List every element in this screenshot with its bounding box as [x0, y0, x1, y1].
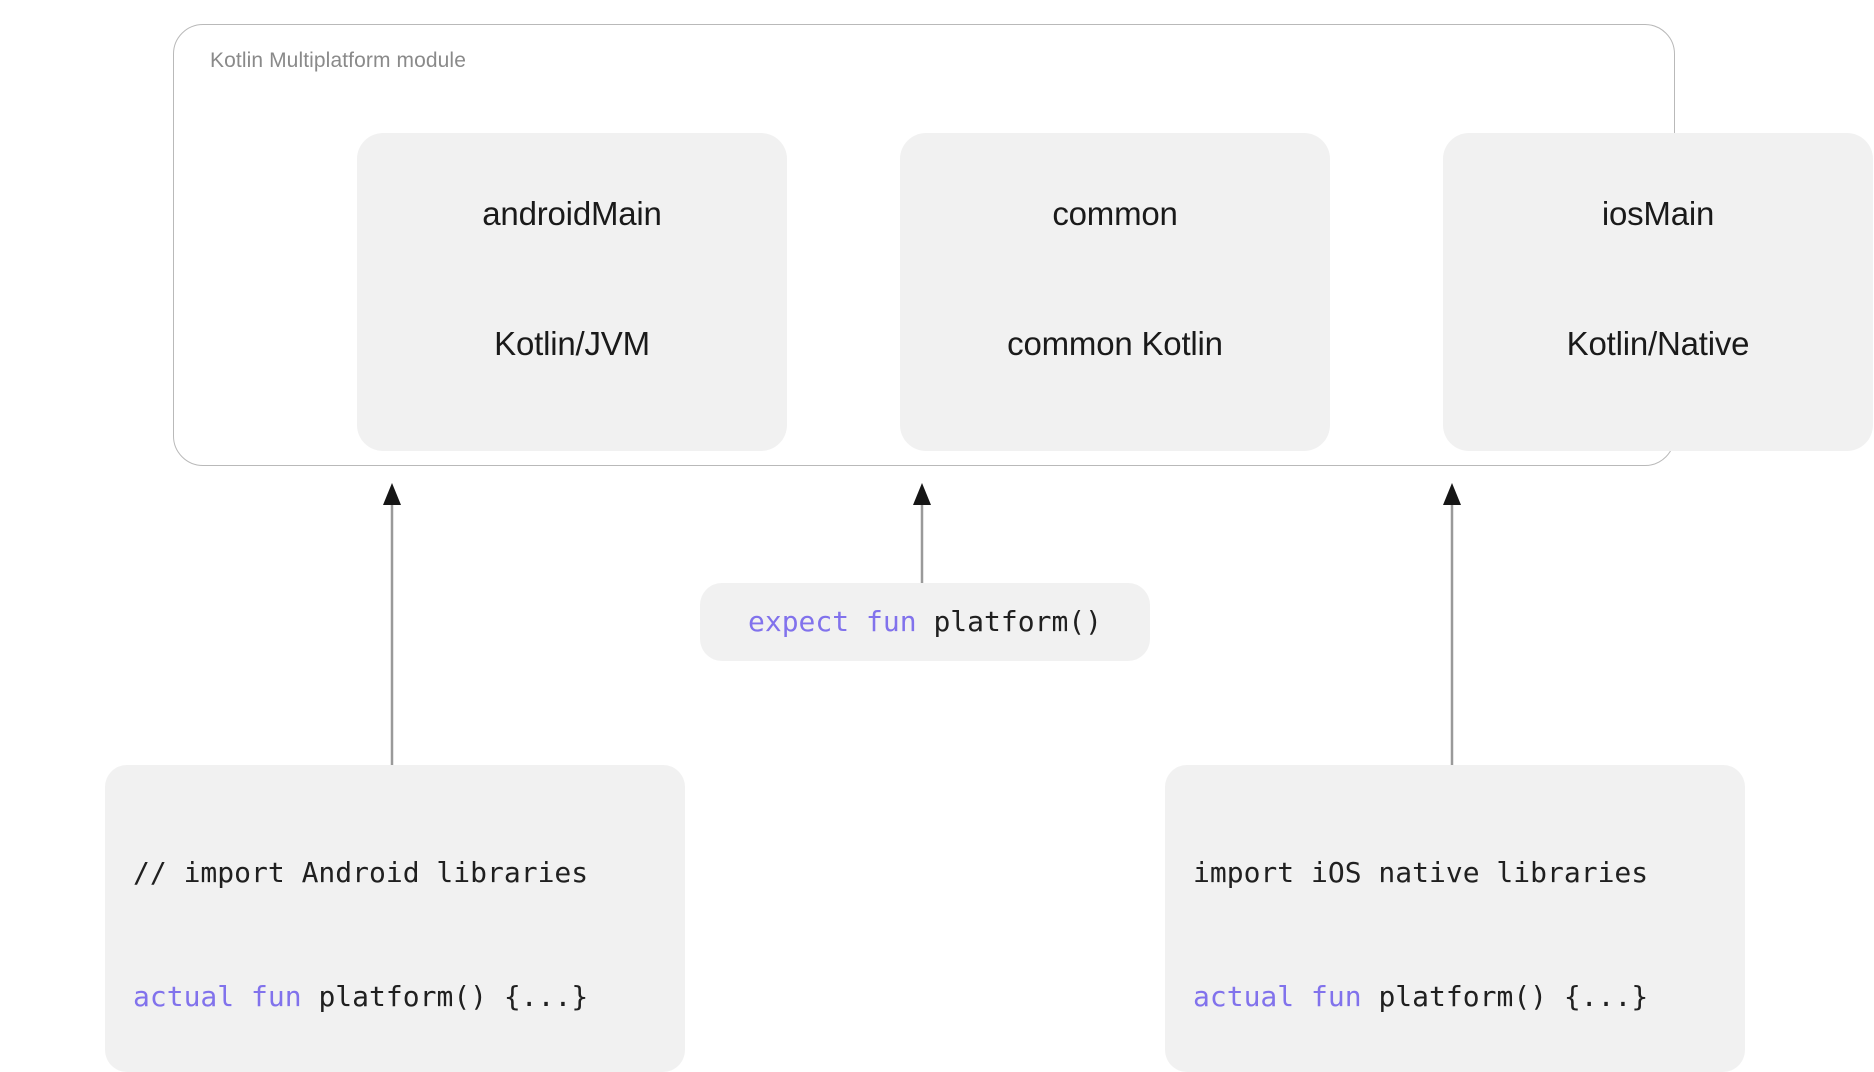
code-line-expect: expect fun platform()	[748, 608, 1102, 636]
code-body-expect: platform()	[933, 605, 1103, 638]
kotlin-multiplatform-module-container: Kotlin Multiplatform module androidMain …	[173, 24, 1873, 466]
sourceset-target-iosmain: Kotlin/Native	[1566, 325, 1750, 362]
code-line-ios-actual: actual fun platform() {...}	[1193, 983, 1745, 1011]
arrow-up-icon-android	[380, 483, 404, 775]
module-label: Kotlin Multiplatform module	[210, 49, 466, 72]
sourceset-name-androidmain: androidMain	[482, 195, 662, 232]
arrow-up-icon-common	[910, 483, 934, 588]
code-comment-android: // import Android libraries	[133, 856, 589, 889]
keyword-actual-ios: actual	[1193, 980, 1295, 1013]
code-chip-expect-declaration: expect fun platform()	[700, 583, 1150, 661]
keyword-actual-android: actual	[133, 980, 235, 1013]
sourceset-target-common: common Kotlin	[1007, 325, 1223, 362]
arrow-up-icon-ios	[1440, 483, 1464, 775]
sourceset-name-common: common	[1052, 195, 1178, 232]
sourceset-box-androidmain: androidMain Kotlin/JVM	[357, 133, 787, 451]
code-chip-android-actual: // import Android libraries actual fun p…	[105, 765, 685, 1072]
code-comment-ios: import iOS native libraries	[1193, 856, 1649, 889]
code-body-ios: platform() {...}	[1378, 980, 1649, 1013]
keyword-fun-android: fun	[251, 980, 302, 1013]
code-body-android: platform() {...}	[318, 980, 589, 1013]
keyword-fun-expect: fun	[866, 605, 917, 638]
keyword-expect: expect	[747, 605, 850, 638]
sourceset-target-androidmain: Kotlin/JVM	[494, 325, 650, 362]
code-line-android-actual: actual fun platform() {...}	[133, 983, 685, 1011]
sourceset-box-iosmain: iosMain Kotlin/Native	[1443, 133, 1873, 451]
keyword-fun-ios: fun	[1311, 980, 1362, 1013]
sourceset-box-common: common common Kotlin	[900, 133, 1330, 451]
sourceset-name-iosmain: iosMain	[1601, 195, 1715, 232]
code-chip-ios-actual: import iOS native libraries actual fun p…	[1165, 765, 1745, 1072]
